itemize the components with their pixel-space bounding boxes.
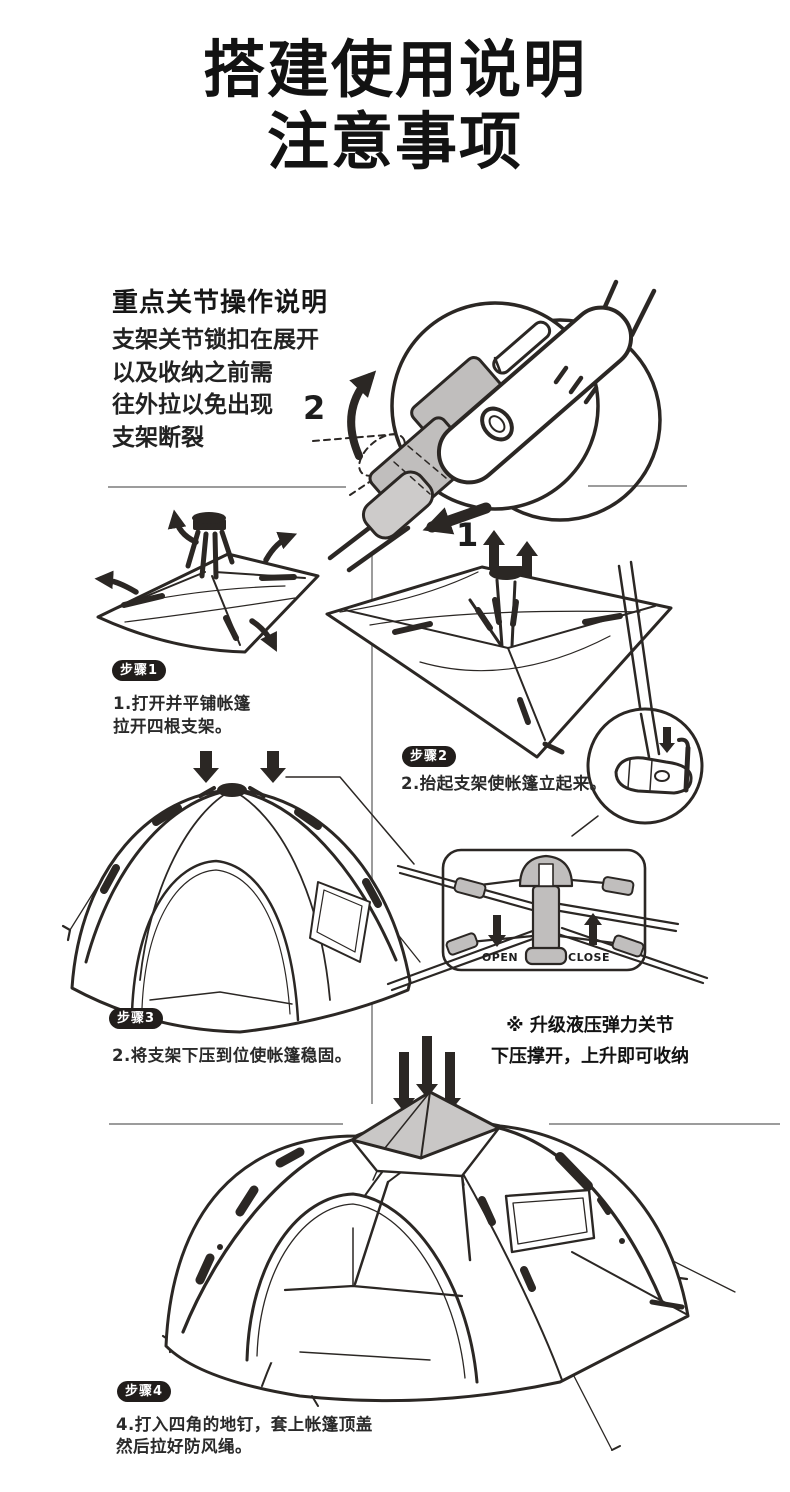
front-door bbox=[245, 1192, 479, 1384]
dome-tent-body bbox=[70, 788, 412, 1034]
dome-tent-poles bbox=[84, 783, 398, 1001]
inset-leader-line bbox=[285, 776, 415, 865]
spread-poles bbox=[107, 571, 306, 646]
step1-flat-tent-illustration bbox=[94, 509, 320, 654]
step1-caption: 1.打开并平铺帐篷 拉开四根支架。 bbox=[113, 692, 251, 738]
step4-badge: 步骤4 bbox=[117, 1381, 172, 1402]
key-body-line: 以及收纳之前需 bbox=[112, 359, 273, 386]
tent-spokes bbox=[344, 598, 656, 741]
step2-caption-line: 2.抬起支架使帐篷立起来。 bbox=[401, 774, 607, 793]
corner-stake-mark bbox=[542, 741, 565, 755]
step4-caption: 4.打入四角的地钉，套上帐篷顶盖 然后拉好防风绳。 bbox=[116, 1414, 373, 1458]
pull-step-number: 1 bbox=[456, 516, 478, 554]
step2-badge: 步骤2 bbox=[402, 746, 457, 767]
note-line-1: ※ 升级液压弹力关节 bbox=[506, 1015, 674, 1036]
center-hub bbox=[185, 512, 235, 580]
key-body-line: 往外拉以免出现 bbox=[112, 392, 273, 418]
rotate-step-number: 2 bbox=[303, 389, 325, 427]
spread-direction-arrows-icon bbox=[94, 509, 298, 652]
arm-clamps bbox=[445, 876, 645, 958]
divider-bottom-right bbox=[549, 1123, 780, 1125]
note-line-2: 下压撑开，上升即可收纳 bbox=[491, 1046, 689, 1067]
step1-badge: 步骤1 bbox=[112, 660, 167, 681]
step1-badge-wrap: 步骤1 bbox=[112, 659, 167, 681]
side-window bbox=[309, 881, 371, 963]
divider-top-left bbox=[108, 486, 346, 488]
step4-badge-wrap: 步骤4 bbox=[117, 1380, 172, 1402]
open-arrow-icon bbox=[488, 915, 506, 947]
front-stake-mark bbox=[311, 1395, 319, 1407]
close-arrow-icon bbox=[584, 913, 602, 945]
hydraulic-hub bbox=[518, 854, 574, 966]
key-body-line: 支架关节锁扣在展开 bbox=[112, 327, 319, 353]
step4-big-tent-illustration bbox=[161, 1036, 736, 1451]
step3-badge: 步骤3 bbox=[109, 1008, 164, 1029]
corner-ground-bar bbox=[649, 1299, 685, 1310]
key-section-body: 支架关节锁扣在展开 以及收纳之前需 往外拉以免出现 支架断裂 bbox=[112, 324, 319, 454]
upgrade-note: ※ 升级液压弹力关节 下压撑开，上升即可收纳 bbox=[430, 1010, 750, 1072]
press-down-arrows-icon bbox=[193, 751, 286, 783]
open-label: OPEN bbox=[482, 951, 518, 964]
ground-peg-icon bbox=[677, 737, 691, 793]
key-section-heading: 重点关节操作说明 bbox=[112, 288, 329, 318]
press-arrows-icon bbox=[393, 1036, 461, 1112]
guy-ropes bbox=[61, 881, 421, 963]
step3-badge-wrap: 步骤3 bbox=[109, 1007, 164, 1029]
pull-arrow-icon bbox=[422, 502, 492, 535]
big-tent-window bbox=[504, 1188, 596, 1254]
step3-caption: 2.将支架下压到位使帐篷稳固。 bbox=[112, 1044, 352, 1067]
tent-top-cover bbox=[350, 1090, 501, 1186]
hub-mechanism-inset: OPEN CLOSE bbox=[386, 848, 709, 992]
step2-caption: 2.抬起支架使帐篷立起来。 bbox=[401, 772, 607, 795]
step1-caption-line: 1.打开并平铺帐篷 bbox=[113, 694, 251, 713]
joint-lock-illustration: 1 2 bbox=[303, 279, 662, 573]
divider-top-right bbox=[588, 485, 687, 487]
center-hub-raised bbox=[489, 566, 523, 648]
step3-dome-tent-illustration bbox=[61, 751, 421, 1034]
press-down-arrow-icon bbox=[659, 727, 675, 753]
rising-tent-fabric bbox=[325, 565, 673, 759]
step1-caption-line: 拉开四根支架。 bbox=[113, 717, 232, 736]
step3-caption-line: 2.将支架下压到位使帐篷稳固。 bbox=[112, 1046, 352, 1065]
close-label: CLOSE bbox=[568, 951, 610, 964]
title-line-1: 搭建使用说明 bbox=[202, 33, 587, 106]
page-title: 搭建使用说明 注意事项 bbox=[0, 34, 790, 178]
step2-lift-tent-illustration bbox=[325, 530, 704, 837]
step4-caption-line: 然后拉好防风绳。 bbox=[116, 1437, 252, 1456]
lock-lever bbox=[436, 305, 634, 485]
key-body-line: 支架断裂 bbox=[112, 424, 204, 451]
divider-bottom-left bbox=[109, 1123, 343, 1125]
big-tent-poles bbox=[181, 1126, 664, 1387]
lift-up-arrows-icon bbox=[483, 530, 538, 596]
divider-vertical bbox=[371, 556, 373, 1104]
title-line-2: 注意事项 bbox=[266, 105, 523, 178]
step2-badge-wrap: 步骤2 bbox=[402, 745, 457, 767]
foot-detail-inset bbox=[571, 560, 704, 837]
step4-caption-line: 4.打入四角的地钉，套上帐篷顶盖 bbox=[116, 1415, 373, 1434]
rotate-arrow-icon bbox=[347, 370, 377, 460]
